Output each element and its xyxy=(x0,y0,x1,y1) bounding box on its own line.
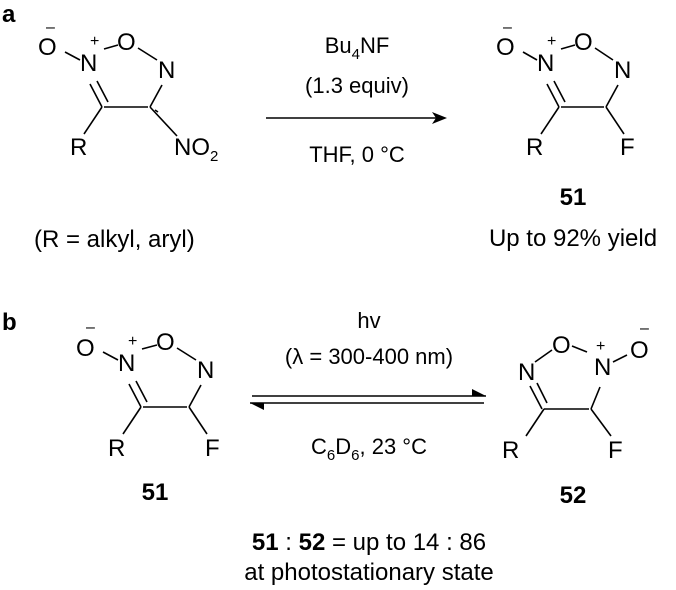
atom-r: R xyxy=(526,134,543,161)
bond-c4-r xyxy=(540,106,560,135)
bond-o-n xyxy=(64,51,81,61)
bond-c4-r xyxy=(83,106,103,135)
atom-r: R xyxy=(502,437,519,464)
product-structure: O – N + O N R F 51 Up to 92% yield xyxy=(489,19,657,252)
charge-minus: – xyxy=(640,320,649,337)
atom-n-plus: N xyxy=(80,50,97,77)
bond-c3-f xyxy=(605,106,625,135)
atom-r: R xyxy=(108,435,125,462)
bond-n-c3 xyxy=(149,84,163,108)
atom-o-top: O xyxy=(630,337,649,364)
compound-number-51: 51 xyxy=(560,184,587,211)
reaction-arrow xyxy=(266,112,447,124)
bond-c4-n xyxy=(128,383,142,408)
isomer-51-structure: O – N + O N R F 51 xyxy=(76,319,220,506)
bond-n-c4-double xyxy=(536,382,548,404)
condition-wavelength: (λ = 300-400 nm) xyxy=(285,344,453,369)
atom-n-ring: N xyxy=(197,357,214,384)
compound-number-51: 51 xyxy=(142,479,169,506)
forward-arrow-head xyxy=(472,389,486,396)
bond-n-o-ring xyxy=(141,344,158,350)
yield-text: Up to 92% yield xyxy=(489,225,657,252)
compound-number-52: 52 xyxy=(560,482,587,509)
bond-c4-n-double xyxy=(96,80,109,103)
bond-c3-no2 xyxy=(149,106,178,137)
bond-n-c3 xyxy=(188,384,202,408)
bond-o-n xyxy=(102,351,119,361)
charge-plus: + xyxy=(128,333,137,350)
bond-c4-n-double xyxy=(135,380,148,403)
bond-c3-f xyxy=(590,408,612,437)
bond-o-n-ring xyxy=(594,47,614,61)
equilibrium-arrows xyxy=(250,389,486,410)
bond-c3-n-plus xyxy=(590,386,601,410)
condition-light: hv xyxy=(357,308,380,333)
charge-plus: + xyxy=(547,33,556,50)
charge-minus: – xyxy=(503,19,512,36)
atom-o-ring: O xyxy=(117,29,136,56)
charge-plus: + xyxy=(596,338,605,355)
ratio-line1: 51 : 52 = up to 14 : 86 xyxy=(252,529,486,556)
bond-n-o-ring xyxy=(534,349,553,363)
atom-f: F xyxy=(205,435,220,462)
reagent-line1: Bu4NF xyxy=(325,33,390,63)
atom-o-top: O xyxy=(76,335,95,362)
bond-c4-n xyxy=(546,83,560,108)
bond-o-n-ring xyxy=(176,347,197,361)
atom-n-plus: N xyxy=(118,350,135,377)
panel-a-label: a xyxy=(2,1,16,28)
charge-minus: – xyxy=(86,319,95,336)
bond-c4-n xyxy=(89,83,103,108)
bond-c3-f xyxy=(188,406,208,435)
atom-no2: NO2 xyxy=(174,134,218,165)
atom-r: R xyxy=(70,134,87,161)
atom-n-plus: N xyxy=(537,50,554,77)
bond-n-o-top xyxy=(612,354,628,363)
atom-o-ring: O xyxy=(156,329,175,356)
reverse-arrow-head xyxy=(250,403,264,410)
atom-n-plus: N xyxy=(594,354,611,381)
bond-n-c4 xyxy=(529,385,543,410)
bond-n-o-ring xyxy=(103,44,119,50)
reagent-line2: (1.3 equiv) xyxy=(305,73,409,98)
atom-n-ring: N xyxy=(614,57,631,84)
bond-o-n-ring xyxy=(137,47,158,61)
bond-n-c3-double xyxy=(154,109,159,113)
atom-o-ring: O xyxy=(552,332,571,359)
substituent-note: (R = alkyl, aryl) xyxy=(34,226,195,253)
reagent-line3: THF, 0 °C xyxy=(309,142,405,167)
bond-o-n-plus xyxy=(571,345,588,353)
atom-n-ring: N xyxy=(158,57,175,84)
panel-b-label: b xyxy=(2,309,17,336)
atom-f: F xyxy=(620,134,635,161)
bond-c4-r xyxy=(122,406,142,435)
atom-o-ring: O xyxy=(574,29,593,56)
condition-solvent-temp: C6D6, 23 °C xyxy=(311,434,427,464)
ratio-line2: at photostationary state xyxy=(244,559,494,586)
bond-n-o-ring xyxy=(560,44,576,50)
atom-o-top: O xyxy=(496,34,515,61)
atom-o-top: O xyxy=(38,34,57,61)
charge-plus: + xyxy=(90,33,99,50)
bond-n-c3 xyxy=(605,84,619,108)
bond-c4-r xyxy=(525,408,545,437)
arrow-head xyxy=(432,112,447,124)
charge-minus: – xyxy=(46,19,55,36)
bond-c4-n-double xyxy=(553,80,566,103)
atom-n-ring: N xyxy=(518,359,535,386)
bond-o-n xyxy=(522,51,538,61)
atom-f: F xyxy=(608,437,623,464)
reactant-structure: O – N + O N R NO2 (R = alkyl, aryl) xyxy=(34,19,218,253)
isomer-52-structure: N O N + O – R F 52 xyxy=(502,320,649,509)
